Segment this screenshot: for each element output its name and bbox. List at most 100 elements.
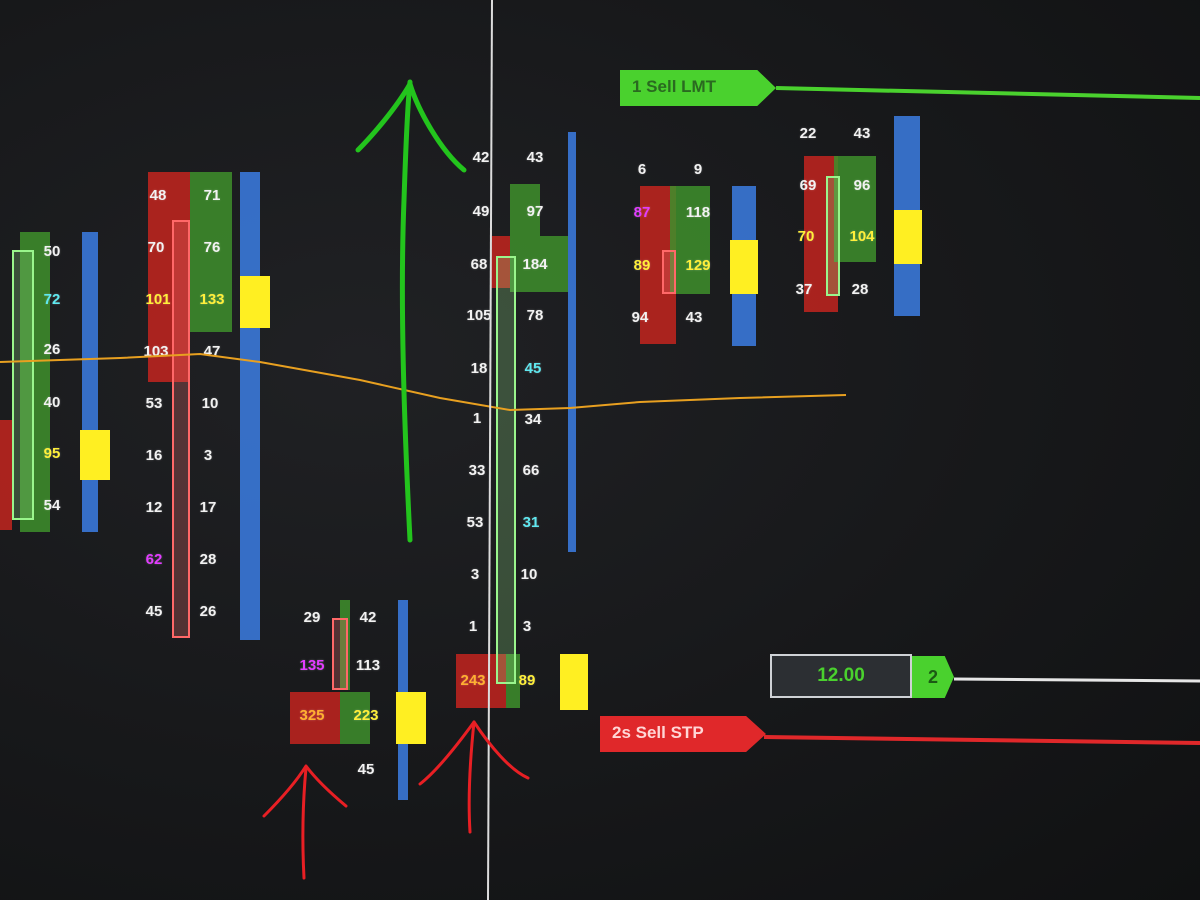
position-count-value: 2 — [927, 667, 938, 687]
ask-value: 72 — [43, 291, 61, 308]
ask-value: 184 — [522, 256, 548, 273]
bid-value: 62 — [145, 551, 163, 568]
poc-marker — [240, 276, 270, 328]
poc-marker — [894, 210, 922, 264]
ask-value: 9 — [693, 161, 703, 178]
ask-volume-bar — [190, 172, 232, 332]
ask-value: 31 — [522, 514, 540, 531]
candle-body — [332, 618, 348, 690]
position-line — [953, 677, 1200, 683]
candle-body — [172, 220, 190, 638]
candle-body — [826, 176, 840, 296]
ask-value: 113 — [355, 657, 381, 674]
sell-stop-order-line — [763, 735, 1200, 745]
bid-volume-bar — [0, 420, 12, 530]
vwap-line — [0, 352, 847, 412]
bid-value: 53 — [145, 395, 163, 412]
ask-value: 78 — [526, 307, 544, 324]
ask-value: 34 — [524, 411, 542, 428]
ask-value: 50 — [43, 243, 61, 260]
bid-value: 12 — [145, 499, 163, 516]
bid-value: 3 — [470, 566, 480, 583]
position-quantity-value: 12.00 — [817, 665, 865, 686]
ask-volume-bar — [340, 692, 370, 744]
ask-volume-bar — [834, 156, 876, 262]
ask-value: 223 — [353, 707, 379, 724]
ask-value: 45 — [524, 360, 542, 377]
poc-marker — [80, 430, 110, 480]
ask-volume-bar — [340, 600, 350, 690]
bid-value: 243 — [460, 672, 486, 689]
sell-limit-order-line — [775, 86, 1200, 100]
ask-value: 17 — [199, 499, 217, 516]
position-count-badge[interactable]: 2 — [912, 656, 954, 698]
ask-value: 96 — [853, 177, 871, 194]
ask-value: 97 — [526, 203, 544, 220]
ask-value: 43 — [685, 309, 703, 326]
ask-value: 42 — [359, 609, 377, 626]
bid-value: 69 — [799, 177, 817, 194]
sell-limit-order-tag[interactable]: 1 Sell LMT — [620, 70, 776, 106]
position-quantity-box[interactable]: 12.00 — [770, 654, 912, 698]
ask-value: 89 — [518, 672, 536, 689]
bid-value: 33 — [468, 462, 486, 479]
bid-value: 94 — [631, 309, 649, 326]
poc-marker — [730, 240, 758, 294]
bid-value: 22 — [799, 125, 817, 142]
ask-volume-bar — [506, 654, 520, 708]
ask-value: 95 — [43, 445, 61, 462]
ask-value: 28 — [851, 281, 869, 298]
bid-value: 68 — [470, 256, 488, 273]
bid-value: 6 — [637, 161, 647, 178]
ask-value: 133 — [199, 291, 225, 308]
crosshair-vertical-line — [487, 0, 493, 900]
volume-profile-bar — [568, 132, 576, 552]
bid-volume-bar — [490, 236, 510, 288]
ask-value: 40 — [43, 394, 61, 411]
ask-value: 54 — [43, 497, 61, 514]
bid-value: 45 — [145, 603, 163, 620]
bid-value: 70 — [797, 228, 815, 245]
bid-volume-bar — [804, 156, 838, 312]
bid-value: 135 — [299, 657, 325, 674]
bid-volume-bar — [290, 692, 340, 744]
ask-value: 118 — [685, 204, 711, 221]
bid-value: 325 — [299, 707, 325, 724]
ask-value: 10 — [520, 566, 538, 583]
ask-volume-bar — [510, 184, 540, 236]
ask-value: 45 — [357, 761, 375, 778]
sell-stop-order-label: 2s Sell STP — [612, 723, 704, 742]
bid-value: 16 — [145, 447, 163, 464]
bid-value: 1 — [468, 618, 478, 635]
bid-value: 89 — [633, 257, 651, 274]
bid-value: 105 — [466, 307, 492, 324]
poc-marker — [396, 692, 426, 744]
ask-volume-bar — [670, 186, 710, 294]
red-up-arrow-annotation-icon — [262, 764, 348, 880]
green-up-arrow-annotation-icon — [355, 79, 467, 543]
bid-value: 87 — [633, 204, 651, 221]
bid-value: 53 — [466, 514, 484, 531]
ask-value: 43 — [853, 125, 871, 142]
ask-value: 104 — [849, 228, 875, 245]
ask-value: 26 — [199, 603, 217, 620]
candle-body — [496, 256, 516, 684]
bid-value: 48 — [149, 187, 167, 204]
ask-value: 66 — [522, 462, 540, 479]
bid-value: 70 — [147, 239, 165, 256]
ask-value: 43 — [526, 149, 544, 166]
bid-value: 18 — [470, 360, 488, 377]
red-up-arrow-annotation-icon — [418, 720, 530, 834]
ask-value: 10 — [201, 395, 219, 412]
sell-stop-order-tag[interactable]: 2s Sell STP — [600, 716, 766, 752]
candle-body — [12, 250, 34, 520]
candle-body — [662, 250, 676, 294]
sell-limit-order-label: 1 Sell LMT — [632, 77, 717, 96]
ask-volume-bar — [20, 232, 50, 532]
bid-value: 29 — [303, 609, 321, 626]
bid-value: 101 — [145, 291, 171, 308]
ask-value: 3 — [522, 618, 532, 635]
bid-value: 49 — [472, 203, 490, 220]
